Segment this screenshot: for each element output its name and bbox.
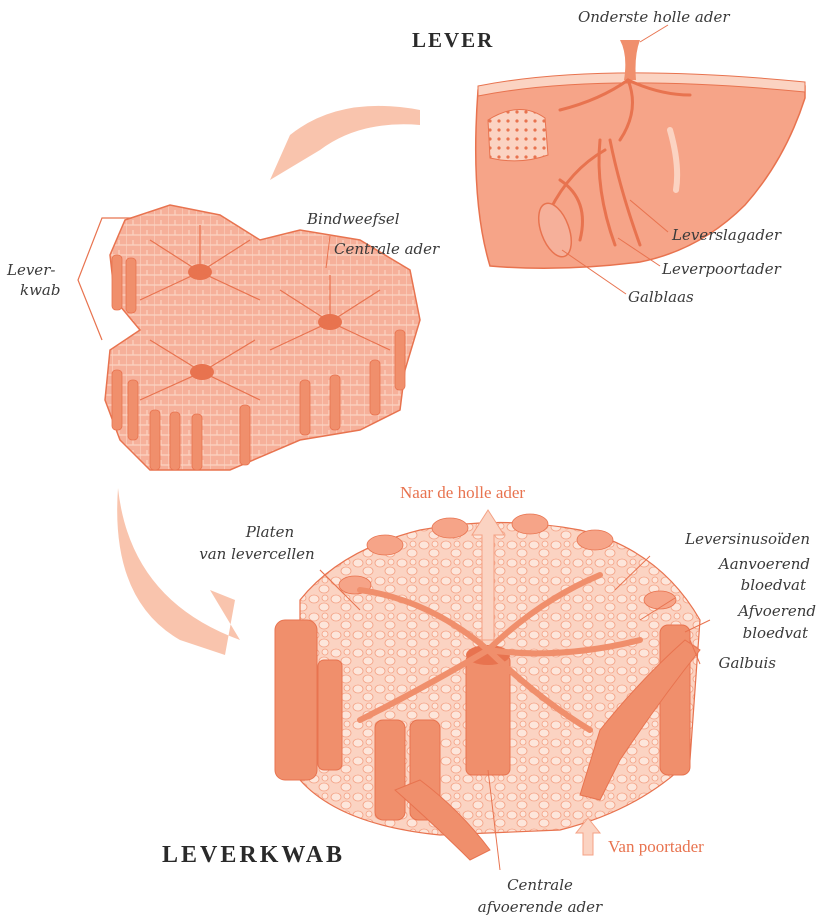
label-efferent-line2: bloedvat (640, 624, 808, 642)
label-bile-duct: Galbuis (640, 654, 776, 672)
label-connective-tissue: Bindweefsel (307, 210, 400, 228)
label-gallbladder: Galblaas (628, 288, 694, 306)
label-portal-vein: Leverpoortader (662, 260, 781, 278)
label-inferior-vena-cava: Onderste holle ader (578, 8, 730, 26)
arrow-lobules-to-lobule (117, 488, 240, 655)
label-afferent-line1: Aanvoerend (640, 555, 810, 573)
label-sinusoids: Leversinusoïden (640, 530, 810, 548)
label-central-efferent-line2: afvoerende ader (450, 898, 630, 916)
label-efferent-line1: Afvoerend (640, 602, 816, 620)
label-plates-line1: Platen (210, 523, 330, 541)
label-to-vena-cava: Naar de holle ader (400, 484, 525, 502)
label-plates-line2: van levercellen (182, 545, 332, 563)
label-lobule-line1: Lever- (7, 261, 55, 279)
label-from-portal-vein: Van poortader (608, 838, 704, 856)
arrow-liver-to-lobules (270, 106, 420, 180)
liver-title: LEVER (412, 28, 494, 53)
label-lobule-line2: kwab (20, 281, 60, 299)
label-central-efferent-line1: Centrale (450, 876, 630, 894)
label-afferent-line2: bloedvat (640, 576, 806, 594)
label-central-vein: Centrale ader (334, 240, 439, 258)
label-hepatic-artery: Leverslagader (672, 226, 781, 244)
single-lobule-illustration (275, 510, 700, 860)
lobule-title: LEVERKWAB (162, 842, 345, 869)
